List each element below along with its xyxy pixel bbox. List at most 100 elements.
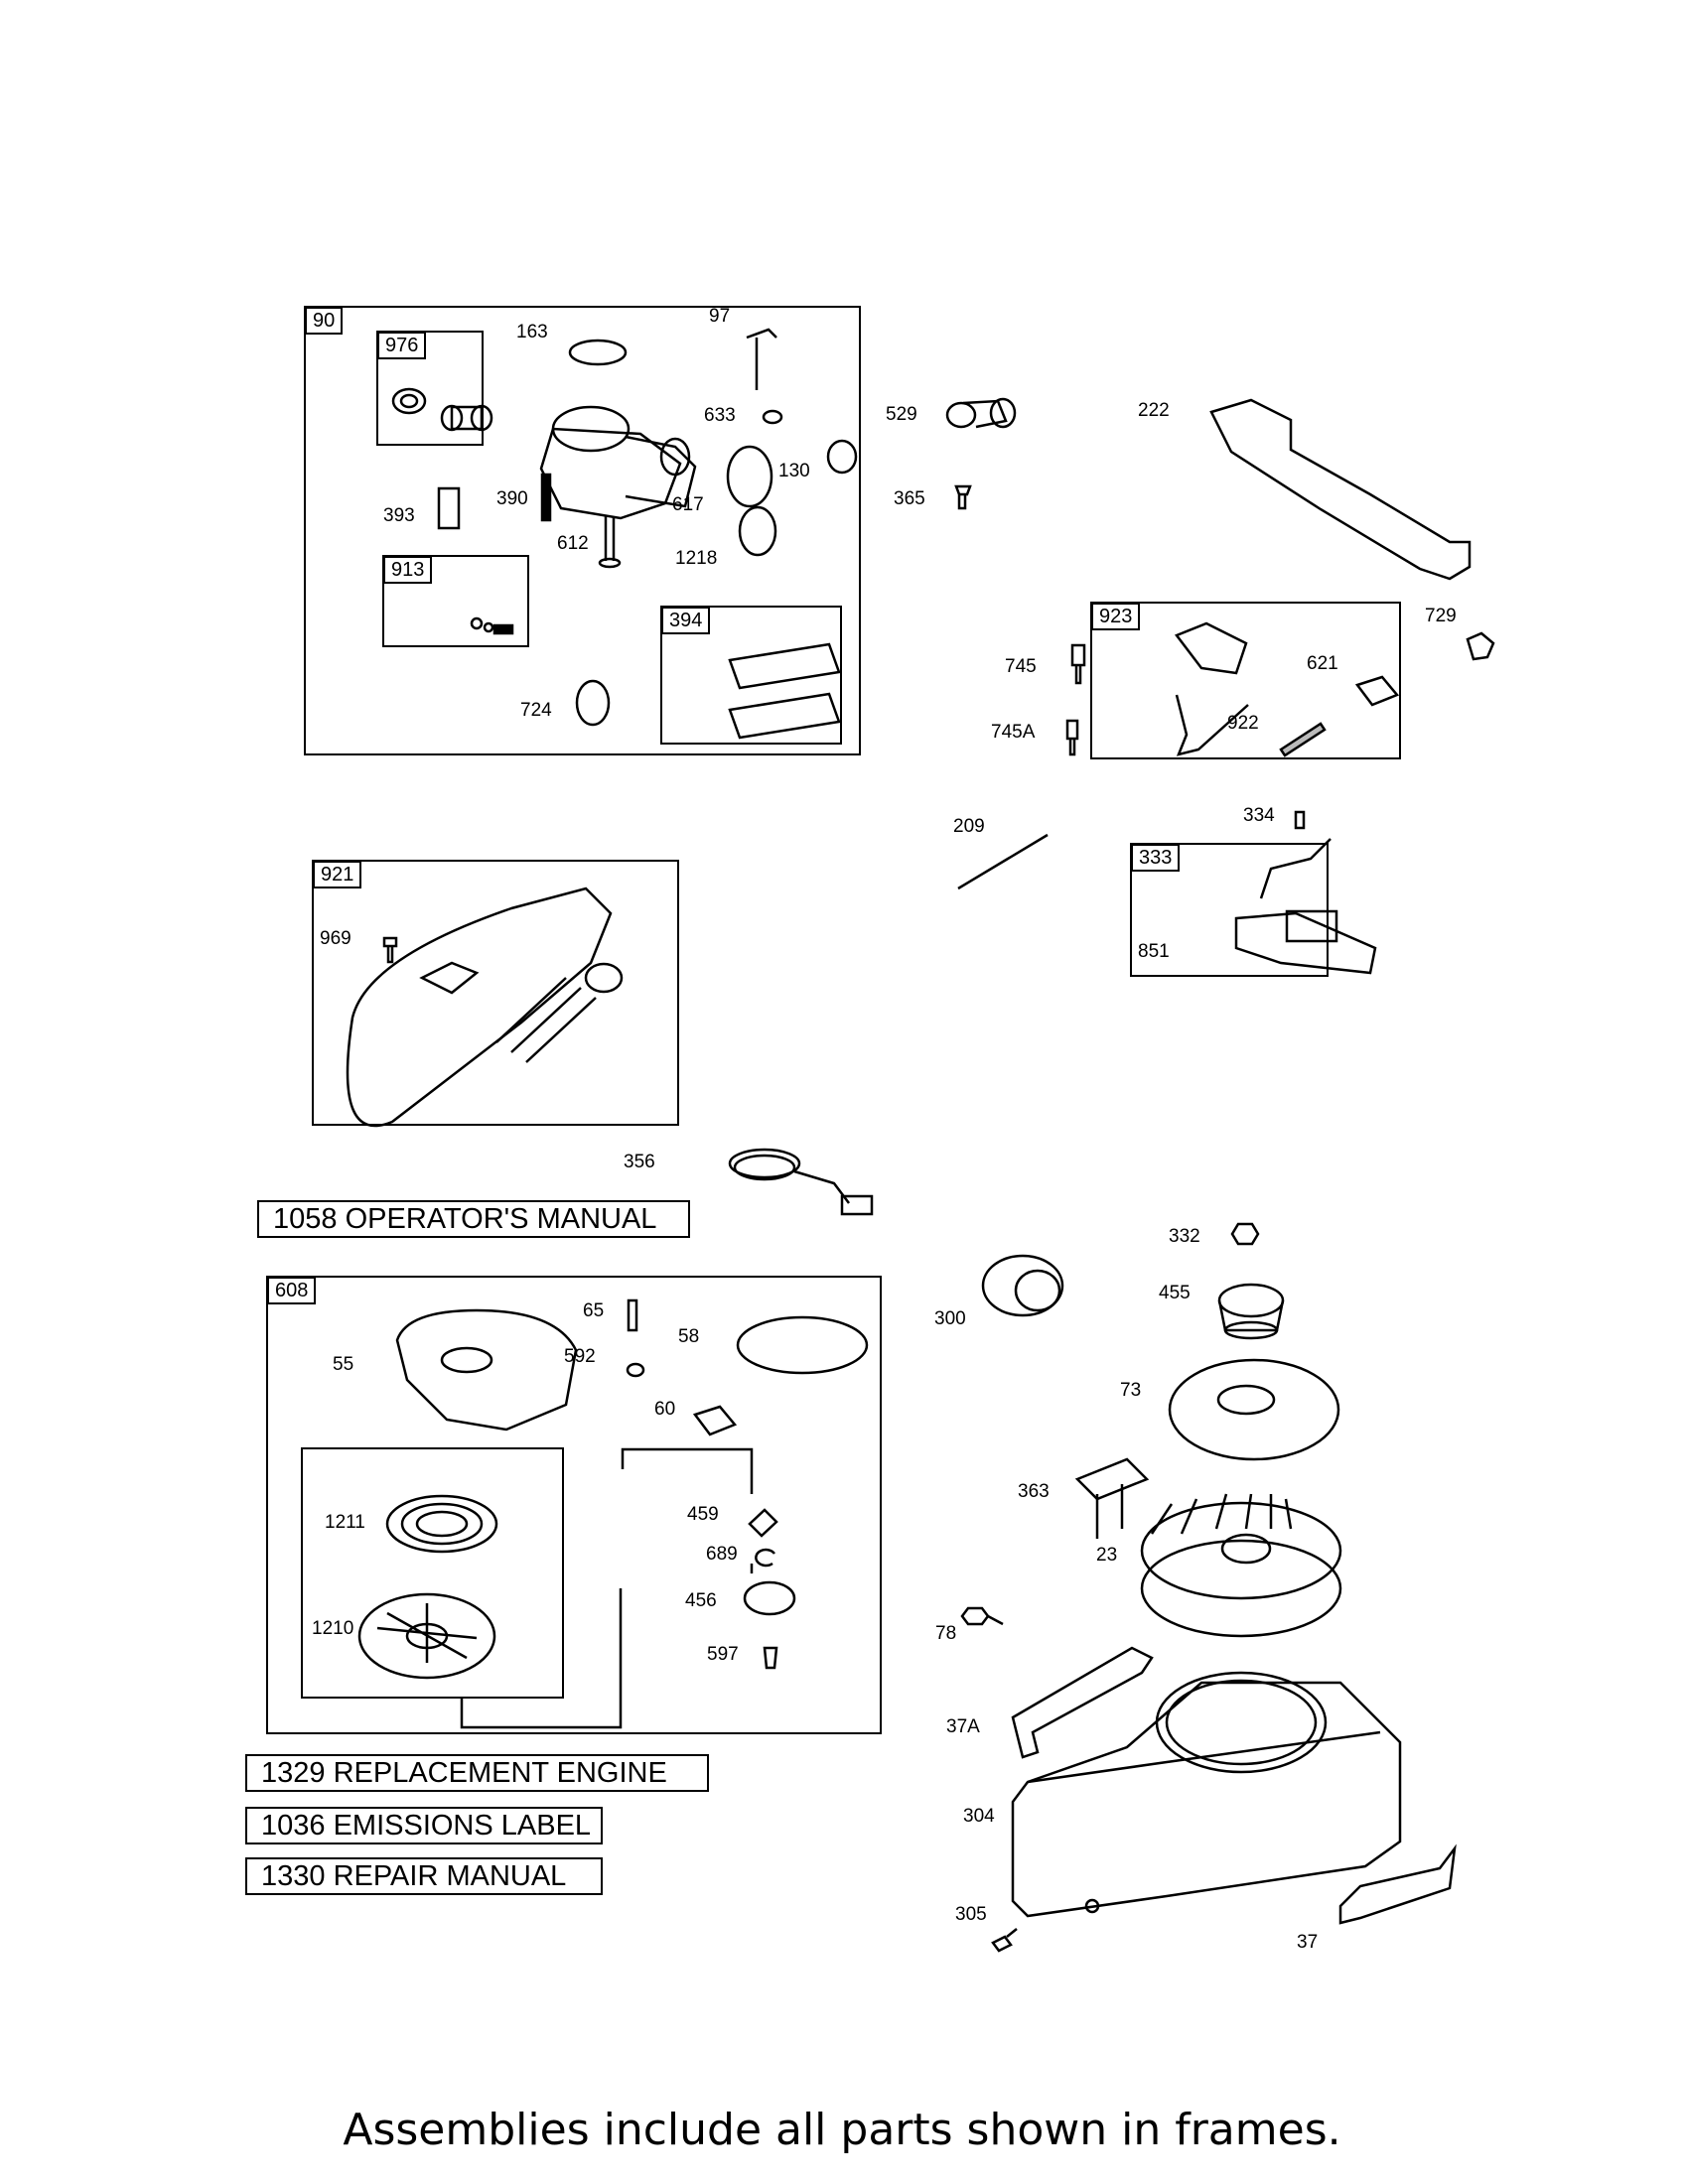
- diaphragm-130-drawing: [826, 439, 858, 475]
- ring-163-drawing: [568, 339, 628, 366]
- clip-729-drawing: [1466, 631, 1495, 661]
- wire-356-drawing: [728, 1148, 874, 1216]
- frame-tag: 976: [377, 332, 427, 359]
- part-label: 332: [1169, 1226, 1200, 1247]
- pawl-459-drawing: [748, 1508, 778, 1538]
- screen-73-drawing: [1168, 1358, 1340, 1461]
- part-label: 60: [654, 1399, 676, 1420]
- frame-tag: 608: [267, 1277, 317, 1304]
- part-label: 37A: [946, 1716, 980, 1737]
- part-label: 597: [707, 1644, 739, 1665]
- part-label: 729: [1425, 606, 1457, 626]
- part-label: 73: [1120, 1380, 1142, 1401]
- part-label: 222: [1138, 400, 1170, 421]
- part-label: 209: [953, 816, 985, 837]
- rope-58-drawing: [736, 1315, 869, 1375]
- frame-tag: 913: [383, 556, 433, 584]
- part-label: 365: [894, 488, 925, 509]
- part-label: 1210: [312, 1618, 354, 1639]
- part-label: 55: [333, 1354, 354, 1375]
- nut-592-drawing: [626, 1362, 645, 1378]
- bolt-78-drawing: [960, 1606, 1004, 1626]
- part-label: 617: [672, 494, 704, 515]
- part-label: 58: [678, 1326, 700, 1347]
- baffle-37a-drawing: [1011, 1646, 1154, 1759]
- part-label: 724: [520, 700, 552, 721]
- screw-334-drawing: [1294, 810, 1306, 830]
- filter-393-drawing: [437, 486, 461, 530]
- part-label: 65: [583, 1300, 605, 1321]
- nut-332-drawing: [1230, 1222, 1260, 1246]
- governor-923-drawing: [1175, 621, 1400, 757]
- screws-913-drawing: [470, 616, 514, 635]
- part-label: 633: [704, 405, 736, 426]
- spring-209-drawing: [957, 833, 1049, 890]
- part-label: 455: [1159, 1283, 1191, 1303]
- part-label: 356: [624, 1152, 655, 1172]
- bracket-222-drawing: [1209, 398, 1472, 581]
- part-label: 334: [1243, 805, 1275, 826]
- ring-724-drawing: [575, 679, 611, 727]
- screw-745-drawing: [1070, 643, 1086, 685]
- part-label: 393: [383, 505, 415, 526]
- part-label: 130: [778, 461, 810, 481]
- part-label: 456: [685, 1590, 717, 1611]
- frame-ignition: 333: [1130, 843, 1329, 977]
- flywheel-23-drawing: [1140, 1493, 1342, 1638]
- bolt-65-drawing: [627, 1298, 638, 1332]
- part-label: 97: [709, 306, 731, 327]
- part-label: 1218: [675, 548, 718, 569]
- part-label: 851: [1138, 941, 1170, 962]
- armature-363-drawing: [1074, 1457, 1150, 1539]
- footer-note: Assemblies include all parts shown in fr…: [343, 2105, 1341, 2155]
- operators-manual-box: 1058 OPERATOR'S MANUAL: [257, 1200, 690, 1238]
- spring-1211-drawing: [385, 1494, 498, 1554]
- frame-carburetor: 90: [304, 306, 861, 755]
- callout-lines: [621, 1447, 754, 1573]
- blower-housing-304-drawing: [1011, 1671, 1402, 1918]
- screw-969-drawing: [382, 936, 398, 964]
- part-label: 390: [496, 488, 528, 509]
- frame-gasket-kit: 394: [660, 606, 842, 745]
- part-label: 363: [1018, 1481, 1050, 1502]
- bolt-305-drawing: [991, 1928, 1018, 1953]
- frame-screws: 913: [382, 555, 529, 647]
- part-label: 612: [557, 533, 589, 554]
- frame-tag: 394: [661, 607, 711, 634]
- frame-spacer: 976: [376, 331, 484, 446]
- frame-governor: 923: [1090, 602, 1401, 759]
- callout-lines-lower: [460, 1588, 623, 1729]
- part-label: 78: [935, 1623, 957, 1644]
- washer-633-drawing: [762, 409, 783, 425]
- bolt-365-drawing: [954, 484, 972, 510]
- part-label: 745A: [991, 722, 1036, 743]
- pulley-1210-drawing: [357, 1592, 496, 1680]
- part-label: 922: [1227, 713, 1259, 734]
- screen-300-drawing: [981, 1254, 1064, 1317]
- part-label: 305: [955, 1904, 987, 1925]
- part-label: 163: [516, 322, 548, 342]
- frame-tag: 333: [1131, 844, 1181, 872]
- ignition-333-drawing: [1234, 838, 1377, 975]
- baffle-37-drawing: [1338, 1843, 1457, 1925]
- part-label: 23: [1096, 1545, 1118, 1566]
- screw-390-drawing: [540, 473, 552, 522]
- part-label: 689: [706, 1544, 738, 1565]
- part-label: 969: [320, 928, 351, 949]
- frame-starter-inner: [301, 1447, 564, 1699]
- clutch-455-drawing: [1217, 1283, 1285, 1340]
- frame-tag: 90: [305, 307, 344, 335]
- part-label: 621: [1307, 653, 1338, 674]
- frame-blower-cover: 921: [312, 860, 679, 1126]
- hub-55-drawing: [440, 1346, 493, 1374]
- cover-921-drawing: [346, 887, 624, 1128]
- frame-tag: 921: [313, 861, 362, 888]
- retainer-456-drawing: [743, 1580, 796, 1616]
- screw-745a-drawing: [1065, 719, 1079, 756]
- screw-597-drawing: [763, 1646, 778, 1670]
- gasket-617-drawing: [726, 445, 773, 508]
- emissions-label-box: 1036 EMISSIONS LABEL: [245, 1807, 603, 1844]
- shaft-97-drawing: [746, 328, 777, 390]
- part-label: 1211: [325, 1512, 365, 1533]
